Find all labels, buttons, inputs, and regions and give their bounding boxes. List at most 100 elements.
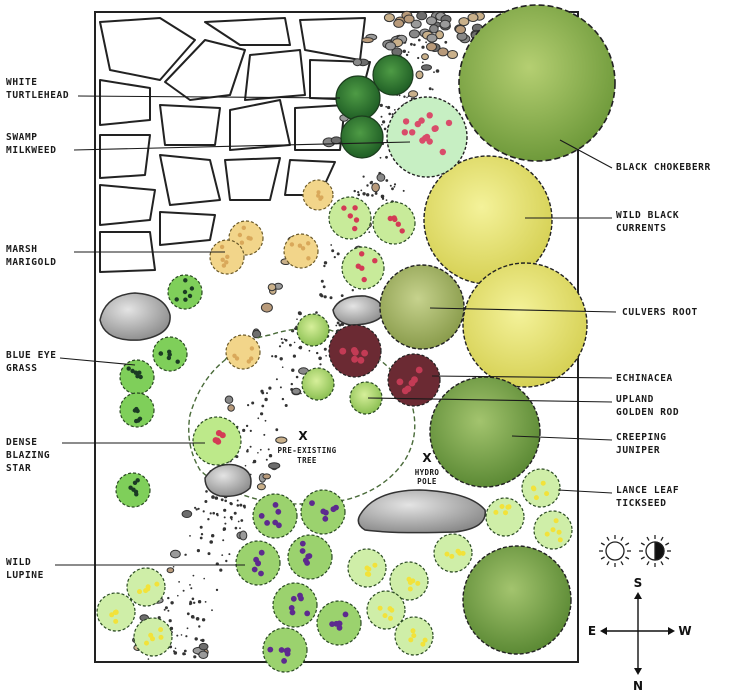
svg-text:WHITE: WHITE	[6, 77, 38, 88]
svg-text:MARSH: MARSH	[6, 244, 38, 255]
label-blue-eye-grass: BLUE EYE GRASS	[6, 350, 136, 374]
compass-west: W	[678, 624, 691, 638]
blue-eye-grass-plant	[167, 274, 203, 310]
compass-east: E	[588, 624, 596, 638]
tree-label-line-2: TREE	[297, 456, 317, 465]
creeping-juniper-shrub	[462, 545, 572, 655]
svg-text:WILD BLACK: WILD BLACK	[616, 210, 679, 221]
blue-eye-grass-plant	[119, 392, 155, 428]
sun-icon	[599, 535, 631, 567]
rock	[332, 295, 384, 326]
upland-goldenrod-plant	[301, 367, 335, 401]
rocks	[99, 292, 486, 534]
label-creeping-juniper: CREEPING JUNIPER	[511, 432, 667, 456]
lance-leaf-tickseed-plant	[96, 592, 136, 632]
left-labels: WHITE TURTLEHEAD SWAMP MILKWEED MARSH MA…	[6, 77, 411, 581]
turtlehead-plant	[372, 54, 414, 96]
svg-text:CULVERS ROOT: CULVERS ROOT	[622, 307, 698, 318]
wild-lupine-plant	[262, 627, 308, 673]
marsh-marigold-plant	[225, 334, 261, 370]
flagstone-patio	[99, 17, 371, 273]
lance-leaf-tickseed-plant	[485, 497, 525, 537]
rock	[204, 463, 252, 498]
svg-text:MILKWEED: MILKWEED	[6, 145, 57, 156]
lance-leaf-tickseed-plant	[133, 617, 173, 657]
label-echinacea: ECHINACEA	[431, 373, 673, 384]
echinacea-plant	[328, 324, 382, 378]
svg-text:STAR: STAR	[6, 463, 31, 474]
echinacea-plant	[387, 353, 441, 407]
wild-lupine-plant	[287, 534, 333, 580]
svg-text:BLUE EYE: BLUE EYE	[6, 350, 57, 361]
svg-text:CREEPING: CREEPING	[616, 432, 667, 443]
pre-existing-tree-marker: X PRE-EXISTING TREE	[278, 429, 337, 465]
blue-eye-grass-plant	[152, 336, 188, 372]
svg-text:CURRENTS: CURRENTS	[616, 223, 667, 234]
part-shade-icon	[639, 535, 671, 567]
label-black-chokeberry: BLACK CHOKEBERR	[559, 139, 711, 173]
svg-text:UPLAND: UPLAND	[616, 394, 654, 405]
pole-x-mark: X	[422, 451, 432, 465]
svg-text:BLAZING: BLAZING	[6, 450, 50, 461]
svg-text:WILD: WILD	[6, 557, 31, 568]
wild-lupine-plant	[300, 489, 346, 535]
rock	[357, 489, 486, 534]
svg-text:BLACK CHOKEBERR: BLACK CHOKEBERR	[616, 162, 711, 173]
lance-leaf-tickseed-plant	[366, 590, 406, 630]
blue-eye-grass-plant	[119, 359, 155, 395]
label-wild-black-currants: WILD BLACK CURRENTS	[525, 210, 679, 234]
pole-label-line-1: HYDRO	[415, 468, 440, 477]
label-upland-golden-rod: UPLAND GOLDEN ROD	[367, 394, 679, 418]
turtlehead-plant	[335, 75, 381, 121]
label-wild-lupine: WILD LUPINE	[6, 557, 245, 581]
black-chokeberry-shrub	[458, 4, 616, 162]
white-turtlehead-plants	[335, 54, 414, 159]
turtlehead-plant	[340, 115, 384, 159]
wild-lupine-plant	[316, 600, 362, 646]
blue-eye-grass-plant	[115, 472, 151, 508]
svg-text:DENSE: DENSE	[6, 437, 38, 448]
lance-leaf-tickseed-plant	[389, 561, 429, 601]
echinacea-plant	[328, 196, 372, 240]
label-lance-leaf-tickseed: LANCE LEAF TICKSEED	[557, 485, 679, 509]
bed-edging	[188, 327, 416, 505]
hydro-pole-marker: X HYDRO POLE	[415, 451, 440, 486]
echinacea-plant	[372, 201, 416, 245]
lance-leaf-tickseed-plant	[394, 616, 434, 656]
dense-blazing-star-plant	[192, 416, 242, 466]
label-marsh-marigold: MARSH MARIGOLD	[6, 244, 225, 268]
tree-label-line-1: PRE-EXISTING	[278, 446, 337, 455]
upland-goldenrod-plant	[296, 313, 330, 347]
tree-x-mark: X	[298, 429, 308, 443]
pole-label-line-2: POLE	[417, 477, 437, 486]
wild-black-currants-shrub	[423, 155, 553, 285]
creeping-juniper-shrub	[429, 376, 541, 488]
rock	[99, 292, 171, 341]
svg-text:LUPINE: LUPINE	[6, 570, 44, 581]
marsh-marigold-plant	[283, 233, 319, 269]
swamp-milkweed-flowers	[401, 112, 453, 156]
label-white-turtlehead: WHITE TURTLEHEAD	[6, 77, 341, 101]
lance-leaf-tickseed-plant	[433, 533, 473, 573]
svg-text:TURTLEHEAD: TURTLEHEAD	[6, 90, 69, 101]
svg-text:ECHINACEA: ECHINACEA	[616, 373, 673, 384]
lance-leaf-tickseed-plant	[347, 548, 387, 588]
label-culvers-root: CULVERS ROOT	[429, 307, 698, 318]
wild-lupine-plant	[235, 540, 281, 586]
compass-rose: S N E W	[588, 576, 692, 693]
perennial-plants	[96, 179, 573, 673]
compass-south: S	[634, 576, 643, 590]
label-dense-blazing-star: DENSE BLAZING STAR	[6, 437, 205, 474]
svg-text:LANCE LEAF: LANCE LEAF	[616, 485, 679, 496]
wild-black-currants-shrub	[462, 262, 588, 388]
marsh-marigold-plant	[302, 179, 334, 211]
lance-leaf-tickseed-plant	[533, 510, 573, 550]
wild-lupine-plant	[272, 582, 318, 628]
svg-text:GOLDEN ROD: GOLDEN ROD	[616, 407, 679, 418]
lance-leaf-tickseed-plant	[521, 468, 561, 508]
marsh-marigold-plant	[209, 239, 245, 275]
wild-lupine-plant	[252, 493, 298, 539]
svg-text:JUNIPER: JUNIPER	[616, 445, 660, 456]
lance-leaf-tickseed-plant	[126, 567, 166, 607]
